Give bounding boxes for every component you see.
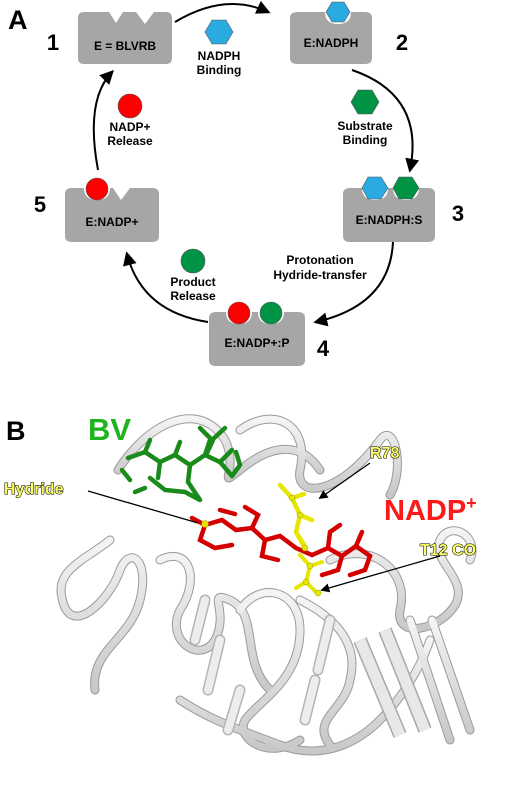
- bound-product-circle-icon: [259, 301, 283, 325]
- substrate-hexagon-icon: [350, 89, 380, 115]
- arrow-1-to-2: [174, 0, 271, 23]
- t12-co-label: T12 CO: [420, 542, 476, 559]
- enzyme-state-2: E:NADPH: [290, 1, 372, 64]
- step-product-release-line2: Release: [170, 289, 216, 303]
- state-3-label: E:NADPH:S: [356, 213, 423, 227]
- step-hydride-transfer-line1: Protonation: [286, 253, 353, 267]
- panel-a-letter: A: [8, 5, 28, 35]
- protein-ribbon-structure: [56, 414, 477, 756]
- step-product-release-line1: Product: [170, 275, 215, 289]
- step-substrate-binding-line2: Binding: [343, 133, 388, 147]
- enzyme-state-5: E:NADP+: [65, 177, 159, 242]
- step-substrate-binding-line1: Substrate: [337, 119, 393, 133]
- state-5-number: 5: [34, 192, 46, 217]
- step-nadp-release-line1: NADP+: [109, 120, 150, 134]
- step-nadp-release-line2: Release: [107, 134, 153, 148]
- r78-label: R78: [370, 445, 399, 462]
- nadp-plus-label: NADP+: [384, 493, 477, 527]
- state-4-label: E:NADP+:P: [224, 336, 289, 350]
- product-circle-icon: [180, 248, 206, 274]
- bound-substrate-hexagon-icon: [392, 176, 420, 200]
- bv-label: BV: [88, 412, 131, 447]
- step-hydride-transfer-line2: Hydride-transfer: [273, 268, 367, 282]
- arrow-4-to-5: [123, 251, 209, 323]
- hydride-label: Hydride: [4, 481, 64, 498]
- hydride-pointer-line: [87, 490, 199, 524]
- state-4-number: 4: [317, 336, 330, 361]
- state-3-number: 3: [452, 201, 464, 226]
- nadp-plus-label-main: NADP: [384, 495, 466, 527]
- step-nadph-binding-line1: NADPH: [198, 49, 241, 63]
- bound-nadph-hexagon-icon: [325, 1, 351, 23]
- t12-pointer-arrow: [320, 555, 441, 593]
- panel-b-letter: B: [6, 416, 26, 446]
- state-1-label: E = BLVRB: [94, 39, 156, 53]
- arrow-2-to-3: [351, 69, 420, 173]
- enzyme-state-1: E = BLVRB: [78, 12, 172, 64]
- state-2-label: E:NADPH: [304, 36, 359, 50]
- bound-nadp-plus-circle-icon: [227, 301, 251, 325]
- nadp-plus-label-superscript: +: [466, 493, 477, 513]
- state-2-number: 2: [396, 30, 408, 55]
- state-1-number: 1: [47, 30, 59, 55]
- enzyme-state-4: E:NADP+:P: [209, 301, 305, 366]
- highlight-atoms: [201, 494, 322, 597]
- bv-ligand-sticks: [119, 425, 243, 503]
- arrow-5-to-1: [92, 69, 114, 171]
- nadph-hexagon-icon: [204, 19, 234, 45]
- step-nadph-binding-line2: Binding: [197, 63, 242, 77]
- state-5-label: E:NADP+: [85, 215, 138, 229]
- bound-nadph-hexagon-icon: [361, 176, 389, 200]
- arrow-3-to-4: [313, 241, 394, 327]
- nadp-plus-circle-icon: [117, 93, 143, 119]
- nadp-plus-ligand-sticks: [189, 504, 373, 578]
- enzyme-state-3: E:NADPH:S: [343, 176, 435, 242]
- r78-pointer-arrow: [318, 462, 371, 500]
- bound-nadp-plus-circle-icon: [85, 177, 109, 201]
